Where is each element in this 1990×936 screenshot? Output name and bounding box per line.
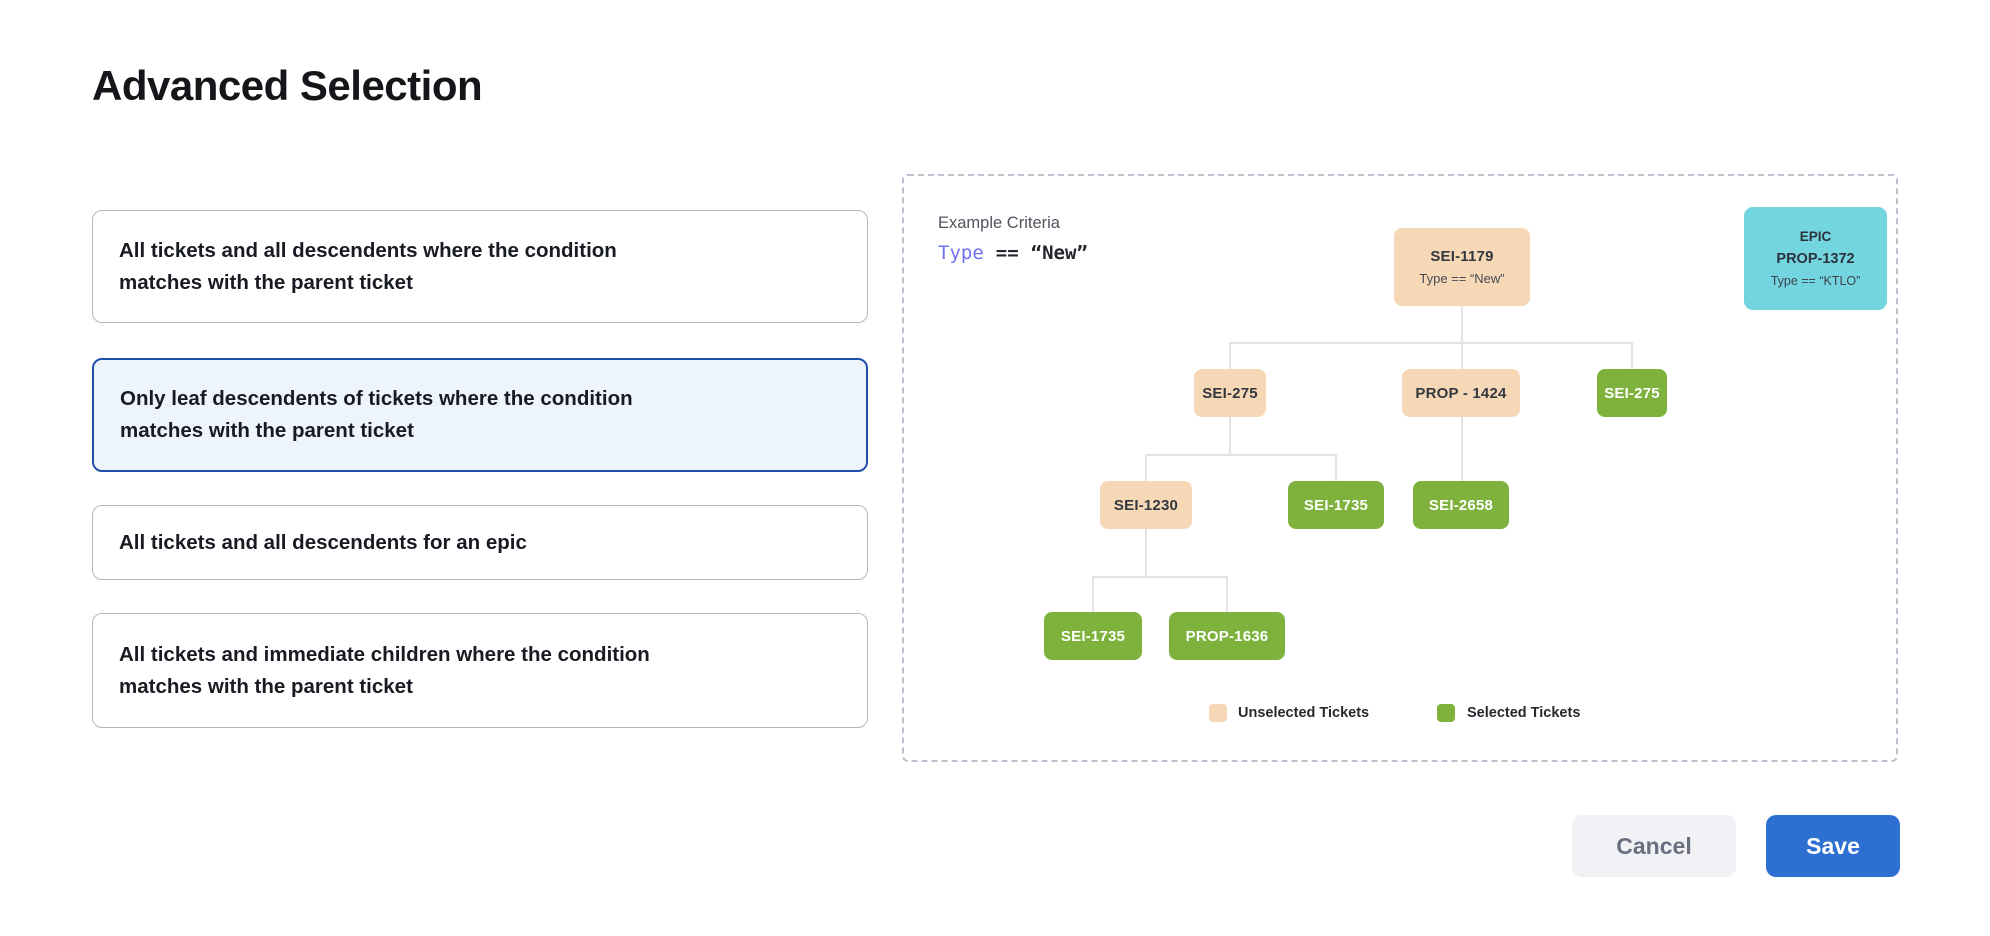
tree-node-prop-1636: PROP-1636 bbox=[1169, 612, 1285, 660]
node-id: SEI-275 bbox=[1202, 384, 1258, 402]
epic-type-label: EPIC bbox=[1799, 229, 1832, 244]
node-id: SEI-1735 bbox=[1303, 496, 1369, 514]
legend-unselected-label: Unselected Tickets bbox=[1238, 705, 1370, 721]
cancel-button[interactable]: Cancel bbox=[1572, 815, 1736, 877]
option-card-leaf-descendents-selected[interactable]: Only leaf descendents of tickets where t… bbox=[92, 358, 868, 472]
tree-node-sei-2658: SEI-2658 bbox=[1413, 481, 1509, 529]
connector-line bbox=[1461, 417, 1463, 481]
node-id: SEI-1179 bbox=[1430, 248, 1494, 265]
legend-selected-label: Selected Tickets bbox=[1467, 705, 1581, 721]
connector-line bbox=[1229, 417, 1231, 454]
connector-line bbox=[1092, 576, 1094, 612]
connector-line bbox=[1145, 454, 1337, 456]
tree-node-sei-275-unselected: SEI-275 bbox=[1194, 369, 1266, 417]
tree-node-sei-275-selected: SEI-275 bbox=[1597, 369, 1667, 417]
option-label: Only leaf descendents of tickets where t… bbox=[120, 387, 633, 442]
node-id: SEI-275 bbox=[1604, 384, 1660, 402]
option-label: All tickets and all descendents where th… bbox=[119, 238, 617, 294]
node-id: PROP - 1424 bbox=[1415, 384, 1507, 402]
option-label: All tickets and all descendents for an e… bbox=[119, 530, 527, 554]
legend-selected-swatch bbox=[1437, 704, 1455, 722]
connector-line bbox=[1145, 454, 1147, 481]
example-criteria-panel: Example Criteria Type == “New” EPIC PROP-1… bbox=[902, 174, 1898, 762]
connector-line bbox=[1229, 342, 1633, 344]
connector-line bbox=[1461, 306, 1463, 369]
criteria-operator: == bbox=[995, 242, 1019, 264]
option-card-epic-descendents[interactable]: All tickets and all descendents for an e… bbox=[92, 505, 868, 580]
node-condition: Type == “New” bbox=[1419, 271, 1505, 286]
criteria-expression: Type == “New” bbox=[938, 242, 1088, 264]
node-id: PROP-1636 bbox=[1185, 627, 1269, 645]
connector-line bbox=[1226, 576, 1228, 612]
connector-line bbox=[1092, 576, 1228, 578]
epic-id: PROP-1372 bbox=[1776, 251, 1855, 267]
epic-node: EPIC PROP-1372 Type == “KTLO” bbox=[1744, 207, 1887, 310]
epic-condition: Type == “KTLO” bbox=[1770, 274, 1861, 288]
connector-line bbox=[1631, 342, 1633, 370]
save-button[interactable]: Save bbox=[1766, 815, 1900, 877]
criteria-value: “New” bbox=[1030, 242, 1088, 264]
connector-line bbox=[1229, 342, 1231, 369]
dialog-title: Advanced Selection bbox=[92, 62, 483, 109]
legend-unselected-swatch bbox=[1209, 704, 1227, 722]
option-label: All tickets and immediate children where… bbox=[119, 642, 650, 698]
tree-node-sei-1735-selected: SEI-1735 bbox=[1288, 481, 1384, 529]
node-id: SEI-1735 bbox=[1060, 627, 1126, 645]
option-card-all-descendents[interactable]: All tickets and all descendents where th… bbox=[92, 210, 868, 323]
example-criteria-label: Example Criteria bbox=[938, 214, 1060, 232]
node-id: SEI-2658 bbox=[1428, 496, 1494, 514]
option-card-immediate-children[interactable]: All tickets and immediate children where… bbox=[92, 613, 868, 728]
node-id: SEI-1230 bbox=[1113, 496, 1179, 514]
tree-node-sei-1230: SEI-1230 bbox=[1100, 481, 1192, 529]
connector-line bbox=[1145, 529, 1147, 576]
tree-node-prop-1424: PROP - 1424 bbox=[1402, 369, 1520, 417]
criteria-field: Type bbox=[938, 242, 984, 264]
tree-node-sei-1179: SEI-1179 Type == “New” bbox=[1394, 228, 1530, 306]
connector-line bbox=[1335, 454, 1337, 481]
tree-node-sei-1735-leaf: SEI-1735 bbox=[1044, 612, 1142, 660]
